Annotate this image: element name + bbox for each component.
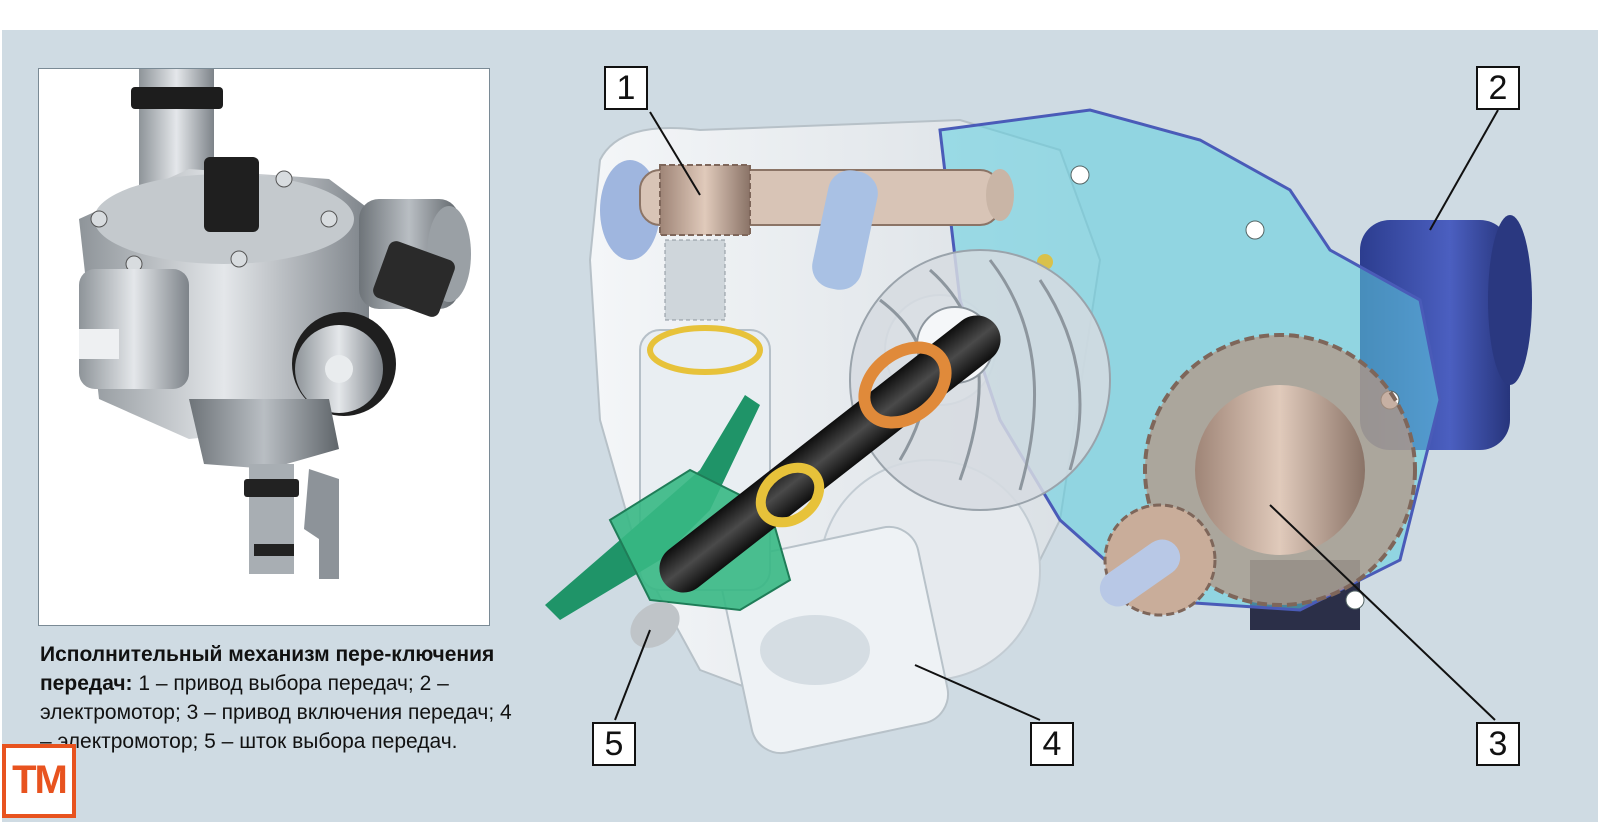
- actuator-exterior-illustration: [79, 69, 471, 579]
- figure-caption: Исполнительный механизм пере-ключения пе…: [40, 640, 520, 756]
- callout-3: 3: [1476, 722, 1520, 766]
- gear-selector-rod-5: [630, 315, 1001, 648]
- callout-4: 4: [1030, 722, 1074, 766]
- caption-title: Исполнительный механизм пере-ключения пе…: [40, 643, 495, 695]
- callout-2: 2: [1476, 66, 1520, 110]
- callout-5: 5: [592, 722, 636, 766]
- callout-leader-lines: [614, 109, 1499, 721]
- shift-engagement-drive-3: [1099, 333, 1417, 617]
- caption-body: 1 – привод выбора передач; 2 – электромо…: [40, 672, 512, 753]
- tm-logo: ТМ: [2, 744, 76, 818]
- gear-selection-drive-1: [600, 160, 1014, 321]
- inset-photo-frame: [38, 68, 490, 626]
- callout-1: 1: [604, 66, 648, 110]
